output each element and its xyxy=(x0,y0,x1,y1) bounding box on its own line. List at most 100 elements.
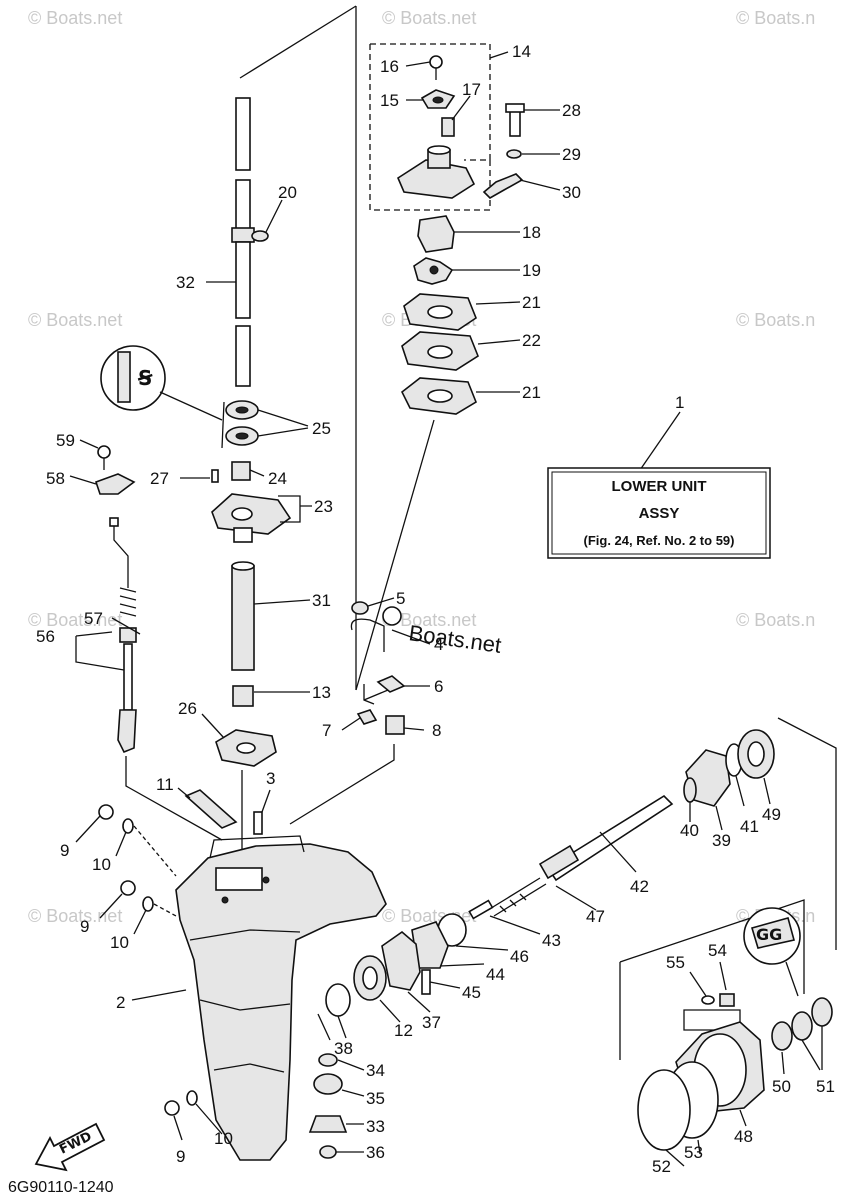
svg-text:Ꞩ: Ꞩ xyxy=(137,366,153,390)
lower-case-2 xyxy=(175,843,387,1161)
callout-58: 58 xyxy=(46,469,65,488)
callout-10: 10 xyxy=(92,855,111,874)
bushing-24 xyxy=(231,461,251,481)
callout-46: 46 xyxy=(510,947,529,966)
clamp-58 xyxy=(94,473,136,495)
liner-18 xyxy=(417,215,455,253)
shift-cam-group xyxy=(289,601,406,825)
callout-13: 13 xyxy=(312,683,331,702)
propeller-shaft-42 xyxy=(546,794,674,882)
plate-11 xyxy=(184,789,238,829)
bearing-50 xyxy=(771,1021,793,1051)
insert-17 xyxy=(441,117,455,137)
watermark: © Boats.n xyxy=(736,310,815,330)
callout-45: 45 xyxy=(462,983,481,1002)
watermark-layer: © Boats.net © Boats.net © Boats.n © Boat… xyxy=(28,8,815,926)
assembly-info-box: 1 LOWER UNIT ASSY (Fig. 24, Ref. No. 2 t… xyxy=(547,393,771,559)
watermark: © Boats.net xyxy=(28,906,122,926)
gear-37 xyxy=(381,930,421,991)
callout-39: 39 xyxy=(712,831,731,850)
callout-11: 11 xyxy=(156,775,174,794)
screw-16 xyxy=(429,55,443,69)
bolt-9c xyxy=(164,1100,180,1116)
callout-50: 50 xyxy=(772,1077,791,1096)
callout-43: 43 xyxy=(542,931,561,950)
dowel-pin-3 xyxy=(253,811,263,835)
callout-54: 54 xyxy=(708,941,727,960)
bearing-detail-circle xyxy=(100,345,166,411)
watermark: © Boats.net xyxy=(28,610,122,630)
watermark: © Boats.net xyxy=(382,610,476,630)
pinion-33 xyxy=(308,1115,348,1133)
leader-lines xyxy=(69,51,823,1167)
pin-20 xyxy=(251,230,269,242)
callout-10c: 10 xyxy=(214,1129,233,1148)
callout-14: 14 xyxy=(512,42,531,61)
callout-26: 26 xyxy=(178,699,197,718)
washer-55 xyxy=(701,995,715,1005)
callout-40: 40 xyxy=(680,821,699,840)
watermark: © Boats.n xyxy=(736,610,815,630)
pin-27 xyxy=(211,469,219,483)
bolt-9a xyxy=(98,804,114,820)
drive-shaft-mid xyxy=(235,179,251,231)
svg-text:GG: GG xyxy=(756,925,782,944)
callout-34: 34 xyxy=(366,1061,385,1080)
callout-56: 56 xyxy=(36,627,55,646)
shift-rod-group xyxy=(94,445,223,841)
callout-3: 3 xyxy=(266,769,275,788)
needle-bearing-13 xyxy=(232,685,254,707)
callout-2: 2 xyxy=(116,993,125,1012)
callout-55: 55 xyxy=(666,953,685,972)
screw-59 xyxy=(97,445,111,459)
callout-32: 32 xyxy=(176,273,195,292)
callout-30: 30 xyxy=(562,183,581,202)
callout-38: 38 xyxy=(334,1039,353,1058)
drive-shaft-32 xyxy=(235,241,251,319)
boot-57 xyxy=(119,627,137,643)
cam-8 xyxy=(385,715,405,735)
water-pump-group xyxy=(369,43,525,415)
callout-9: 9 xyxy=(60,841,69,860)
watermark: © Boats.net xyxy=(28,310,122,330)
callout-4: 4 xyxy=(434,635,443,654)
callout-33: 33 xyxy=(366,1117,385,1136)
callout-labels: 14 16 15 17 28 29 30 18 19 21 22 21 20 3… xyxy=(36,42,835,1176)
grommet-5 xyxy=(351,601,369,615)
washer-10c xyxy=(186,1090,198,1106)
callout-27: 27 xyxy=(150,469,169,488)
washer-29 xyxy=(506,149,522,159)
callout-52: 52 xyxy=(652,1157,671,1176)
drive-shaft-lower xyxy=(235,325,251,387)
bearing-35 xyxy=(313,1073,343,1095)
callout-25: 25 xyxy=(312,419,331,438)
box-line-2: ASSY xyxy=(639,505,680,522)
callout-21b: 21 xyxy=(522,383,541,402)
callout-47: 47 xyxy=(586,907,605,926)
bolt-7 xyxy=(356,709,378,725)
callout-59: 59 xyxy=(56,431,75,450)
callout-31: 31 xyxy=(312,591,331,610)
callout-16: 16 xyxy=(380,57,399,76)
callout-53: 53 xyxy=(684,1143,703,1162)
callout-29: 29 xyxy=(562,145,581,164)
plate-6 xyxy=(376,675,406,693)
drive-shaft-tube-31 xyxy=(231,565,255,671)
box-line-3: (Fig. 24, Ref. No. 2 to 59) xyxy=(584,533,735,548)
callout-44: 44 xyxy=(486,965,505,984)
callout-24: 24 xyxy=(268,469,287,488)
callout-23: 23 xyxy=(314,497,333,516)
callout-37: 37 xyxy=(422,1013,441,1032)
pin-45 xyxy=(421,969,431,995)
callout-9b: 9 xyxy=(80,917,89,936)
callout-9c: 9 xyxy=(176,1147,185,1166)
drive-shaft-top xyxy=(235,97,251,171)
callout-15: 15 xyxy=(380,91,399,110)
bolt-54 xyxy=(719,993,735,1007)
seal-51a xyxy=(791,1011,813,1041)
center-watermark: Boats.net xyxy=(407,620,503,658)
callout-1: 1 xyxy=(675,393,684,412)
watermark: © Boats.net xyxy=(28,8,122,28)
callout-51: 51 xyxy=(816,1077,835,1096)
